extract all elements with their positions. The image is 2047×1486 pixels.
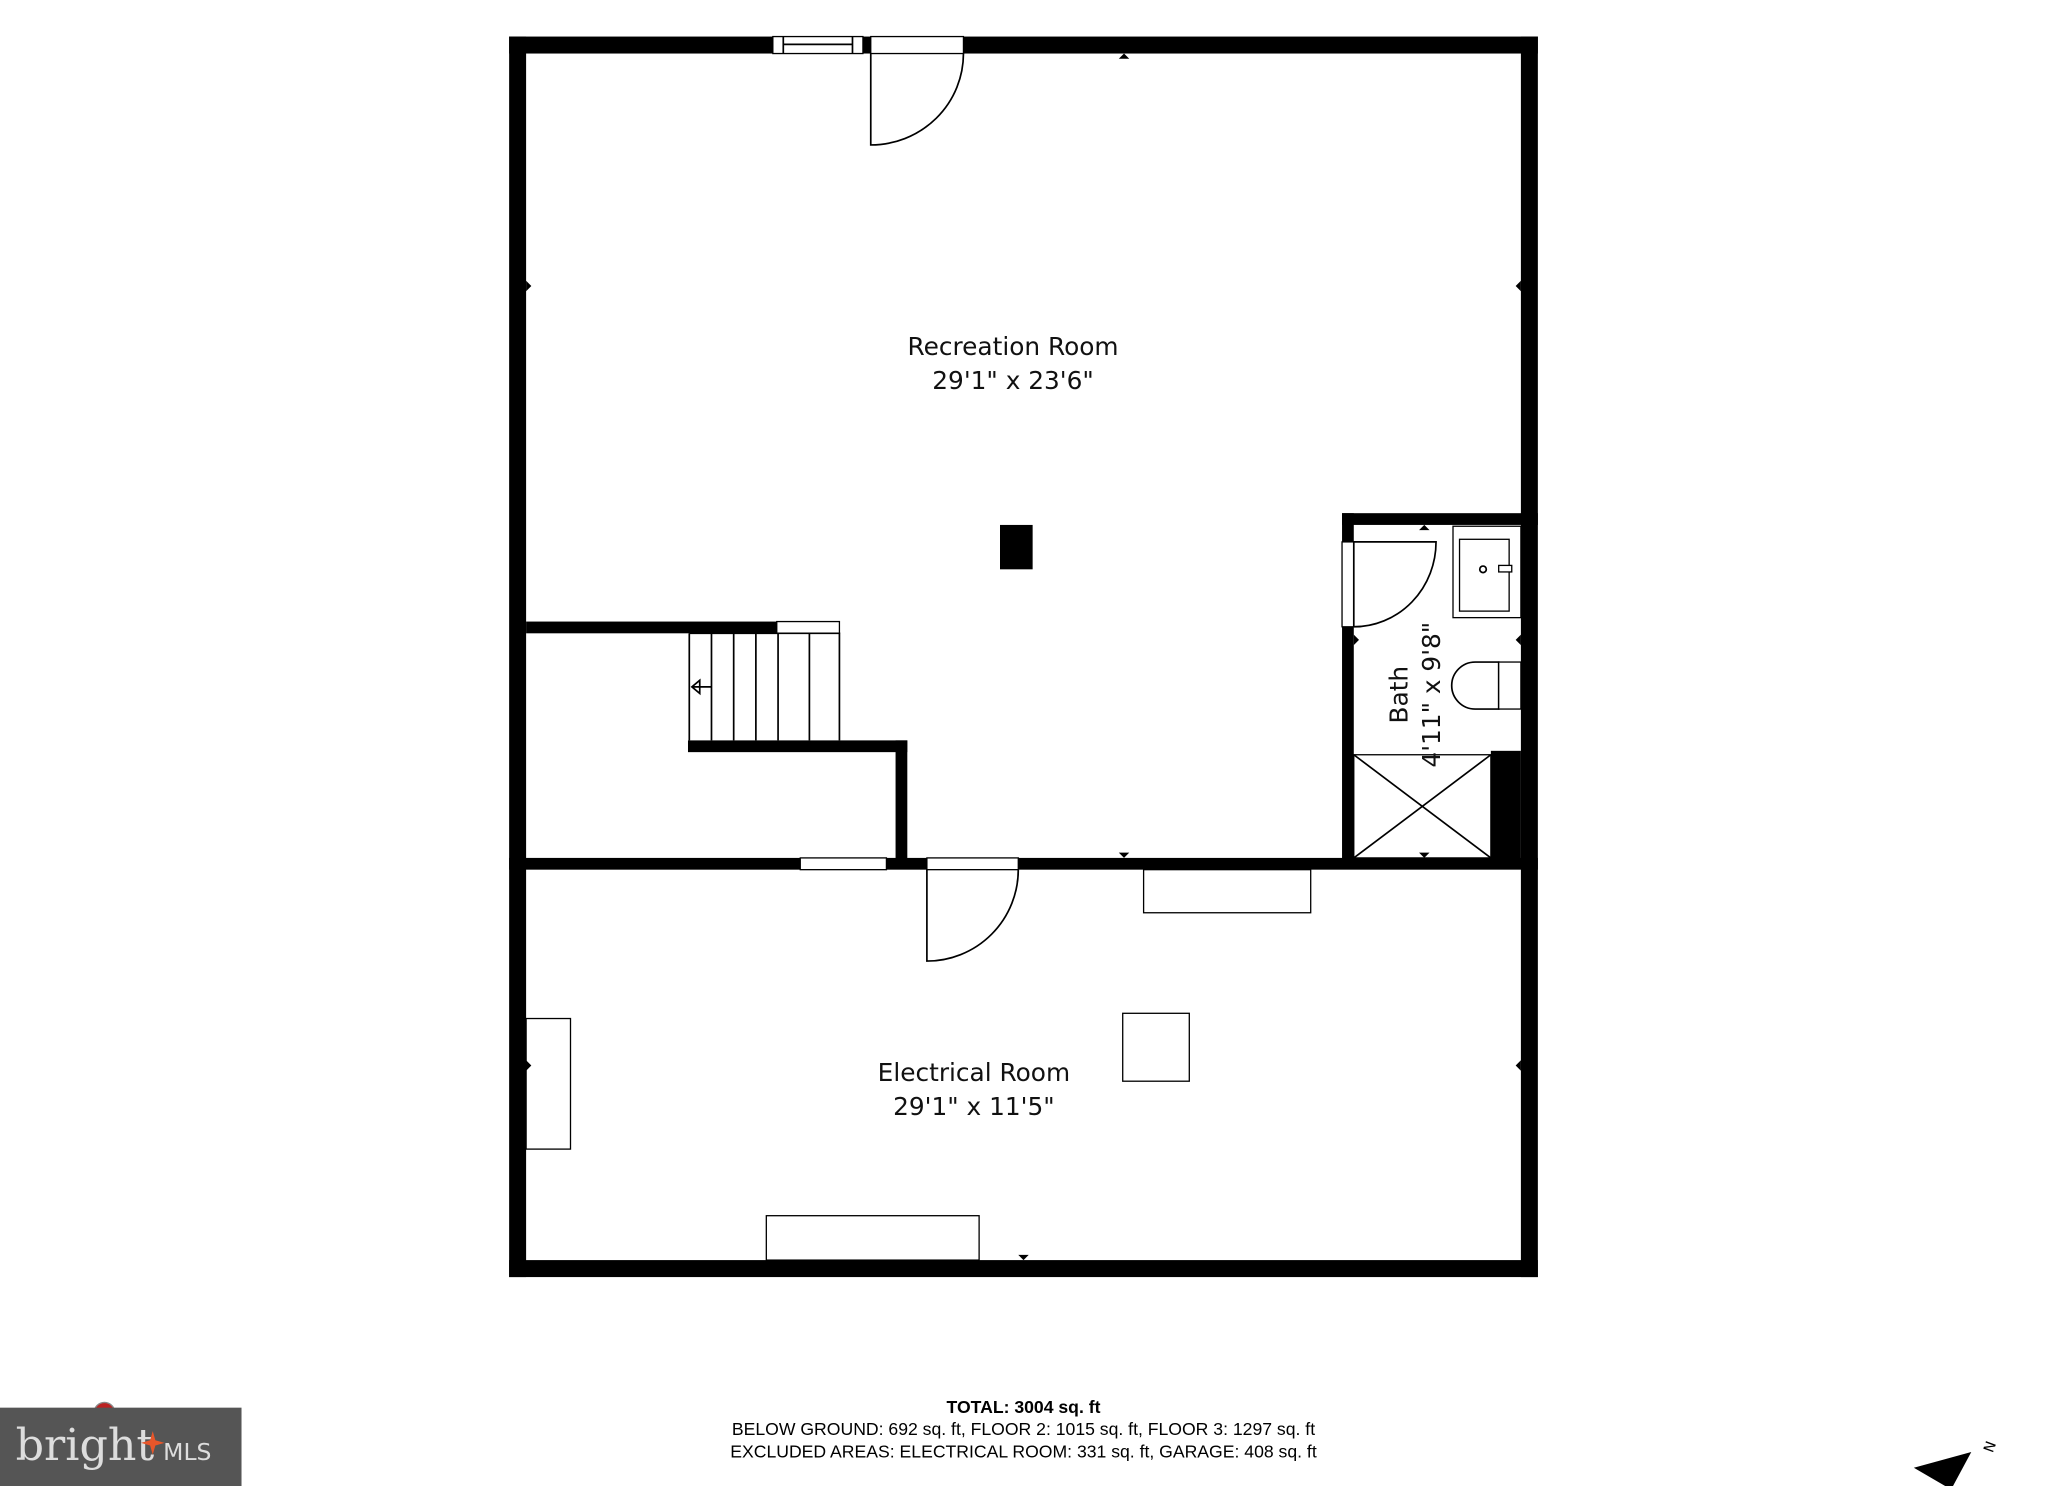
room-size-bath: 4'11" x 9'8" [1417,622,1446,768]
walls [509,36,1538,1278]
room-size-recreation: 29'1" x 23'6" [932,366,1094,395]
room-size-electrical: 29'1" x 11'5" [893,1092,1055,1121]
electrical-door[interactable] [926,857,1020,962]
footer-total: TOTAL: 3004 sq. ft [947,1397,1101,1417]
stairs [688,620,841,741]
north-arrow-icon: N [1913,1439,2000,1486]
room-label-electrical: Electrical Room [878,1058,1070,1087]
top-door[interactable] [869,35,965,146]
room-label-recreation: Recreation Room [908,332,1119,361]
bath-door[interactable] [1341,541,1437,628]
footer-excluded: EXCLUDED AREAS: ELECTRICAL ROOM: 331 sq.… [730,1441,1317,1461]
fixtures [525,525,1522,1261]
mid-window [799,857,888,871]
svg-text:bright: bright [16,1420,155,1471]
compass-label: N [1981,1439,2000,1455]
room-label-bath: Bath [1384,666,1413,724]
top-window [772,35,864,55]
footer-floors: BELOW GROUND: 692 sq. ft, FLOOR 2: 1015 … [732,1419,1315,1439]
column [1000,524,1033,570]
bright-mls-logo: bright MLS [0,1401,242,1486]
svg-text:MLS: MLS [163,1438,211,1466]
